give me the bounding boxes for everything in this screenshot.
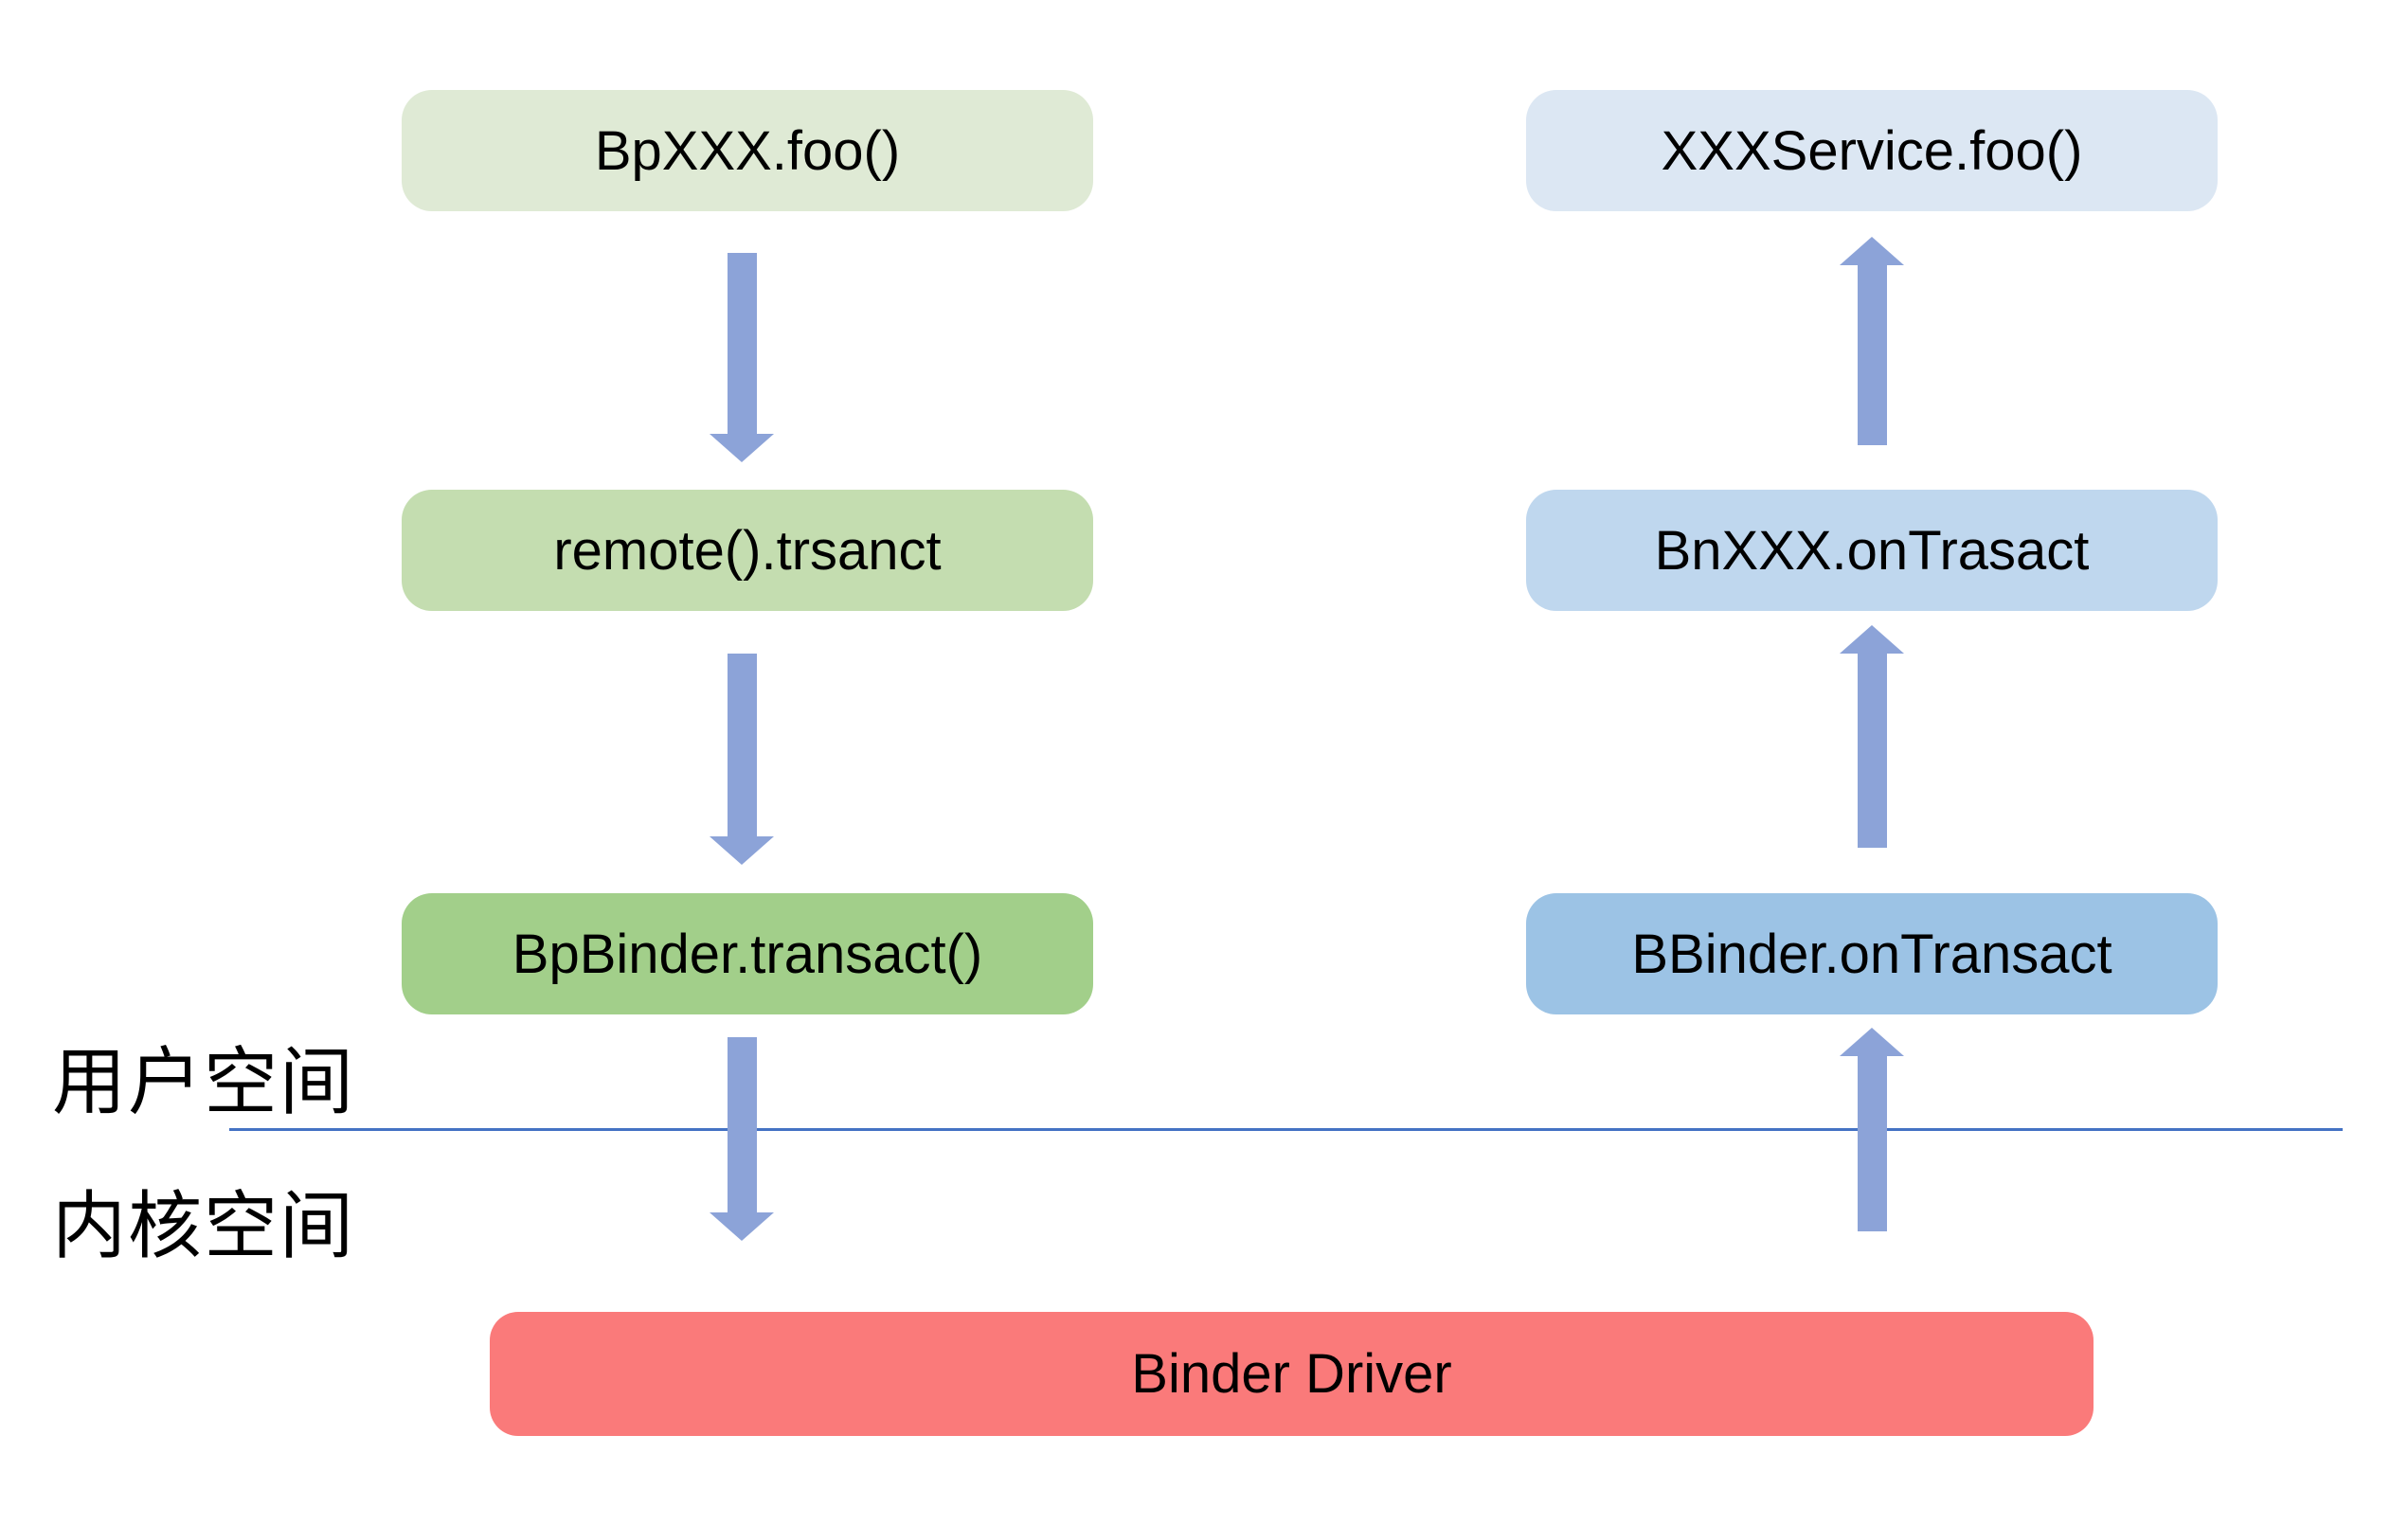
arrow-head — [1840, 237, 1904, 265]
arrow-shaft — [727, 253, 757, 434]
flow-box-bpbinder-transact: BpBinder.transact() — [402, 893, 1093, 1014]
up-arrow-icon-2 — [1840, 625, 1904, 848]
flow-box-remote-transact: remote().trsanct — [402, 490, 1093, 611]
arrow-head — [710, 1212, 774, 1241]
flow-box-bnxxx-ontrasact: BnXXX.onTrasact — [1526, 490, 2218, 611]
arrow-shaft — [1857, 654, 1887, 848]
flow-box-bpxxx-foo: BpXXX.foo() — [402, 90, 1093, 211]
arrow-shaft — [1857, 1056, 1887, 1231]
up-arrow-icon-3 — [1840, 1028, 1904, 1231]
kernel-space-label: 内核空间 — [52, 1184, 356, 1267]
arrow-head — [1840, 1028, 1904, 1056]
arrow-shaft — [727, 1037, 757, 1212]
down-arrow-icon-3 — [710, 1037, 774, 1241]
user-kernel-divider-line — [229, 1128, 2343, 1131]
user-space-label: 用户空间 — [52, 1040, 356, 1123]
up-arrow-icon-1 — [1840, 237, 1904, 445]
down-arrow-icon-1 — [710, 253, 774, 462]
arrow-head — [710, 434, 774, 462]
arrow-head — [1840, 625, 1904, 654]
flow-box-xxxservice-foo: XXXService.foo() — [1526, 90, 2218, 211]
arrow-head — [710, 836, 774, 865]
arrow-shaft — [1857, 265, 1887, 445]
flow-box-bbinder-ontransact: BBinder.onTransact — [1526, 893, 2218, 1014]
down-arrow-icon-2 — [710, 654, 774, 865]
arrow-shaft — [727, 654, 757, 836]
binder-driver-box: Binder Driver — [490, 1312, 2094, 1436]
